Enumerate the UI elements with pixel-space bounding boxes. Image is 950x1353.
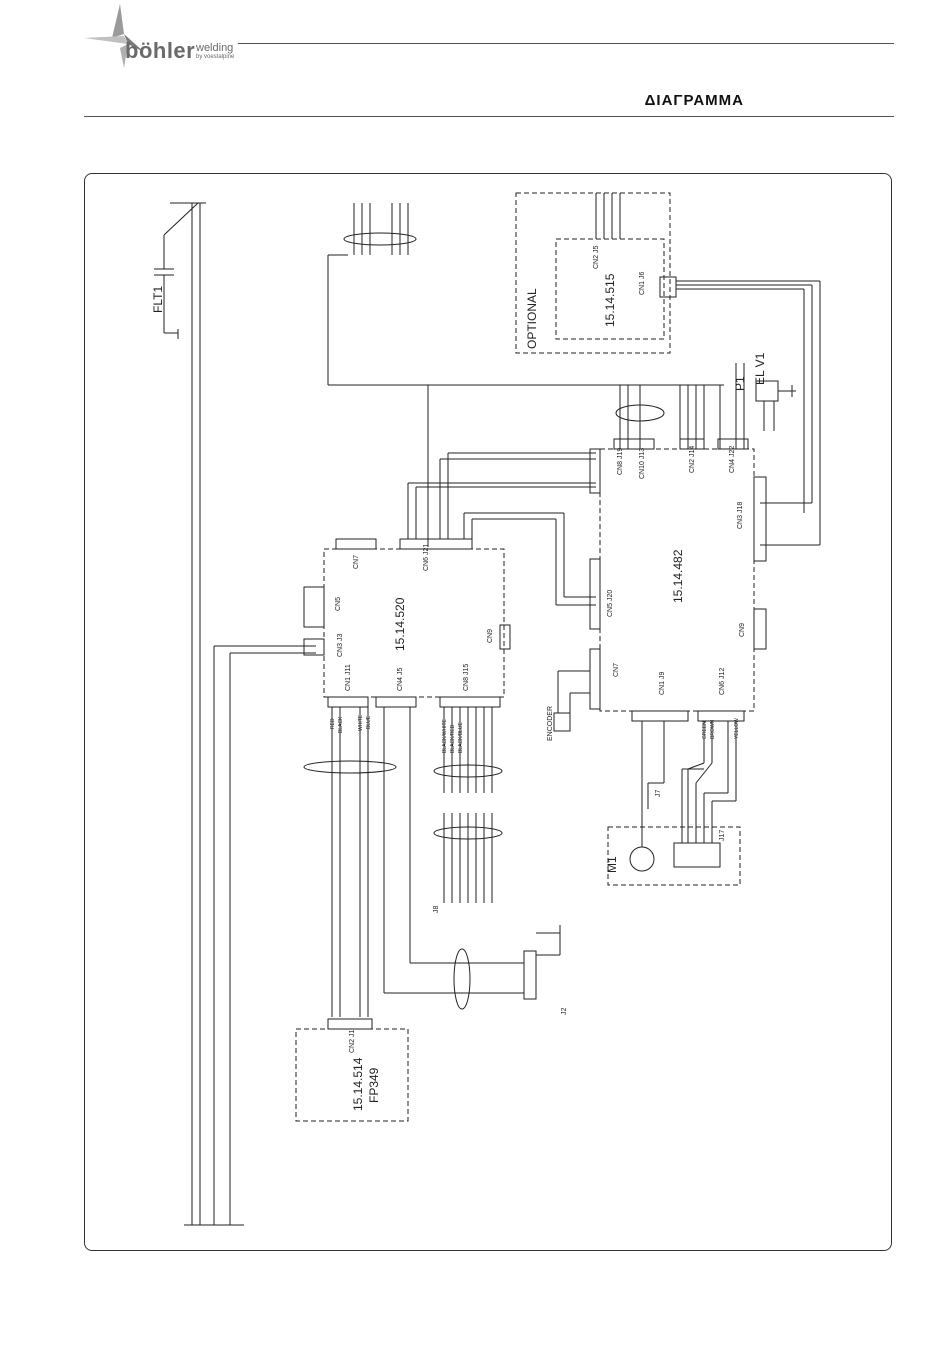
wiring-diagram: FLT1 OPTIONAL 15.14.515 CN1 J6 CN2 J5 EL… <box>151 192 821 1226</box>
wire-black-label: BLACK <box>338 716 344 733</box>
brand-name: böhler <box>125 38 196 63</box>
cn6-520-label: CN6 J21 <box>423 544 430 571</box>
bohler-logo-icon <box>84 4 144 68</box>
flt1-label: FLT1 <box>151 286 165 313</box>
cn9-482-label: CN9 <box>739 623 746 637</box>
cn2-482-label: CN2 J14 <box>689 446 696 473</box>
wire-white-label: WHITE <box>358 714 364 731</box>
cn9-520-label: CN9 <box>487 629 494 643</box>
wire-black-white-label: BLACK/WHITE <box>442 718 448 753</box>
cn3-520-label: CN3 J3 <box>337 634 344 657</box>
section-title: ΔΙΑΓΡΑΜΜΑ <box>644 92 744 109</box>
cn5-520-label: CN5 <box>335 597 342 611</box>
board-520-label: 15.14.520 <box>393 597 407 651</box>
cn7-482-label: CN7 <box>613 663 620 677</box>
cn7-520-label: CN7 <box>353 555 360 569</box>
j17-label: J17 <box>719 830 726 841</box>
cn8-520-label: CN8 J15 <box>463 664 470 691</box>
brand-suffix: welding <box>196 42 234 54</box>
wire-green-label: GREEN <box>702 721 708 739</box>
fp349-label: FP349 <box>367 1067 381 1103</box>
cn4-482-label: CN4 J22 <box>729 446 736 473</box>
cn4-520-label: CN4 J5 <box>397 668 404 691</box>
wire-yellow-label: YELLOW <box>734 718 740 739</box>
cn1-520-label: CN1 J11 <box>345 664 352 691</box>
j2-label: J2 <box>561 1008 568 1016</box>
j8-label: J8 <box>433 906 440 914</box>
wire-red-label: RED <box>330 718 336 729</box>
diagram-frame <box>84 173 892 1251</box>
wire-brown-label: BROWN <box>710 719 716 739</box>
brand-tagline: by voestalpine <box>196 54 235 60</box>
wire-blue-label: BLUE <box>366 715 372 729</box>
title-rule <box>84 116 894 117</box>
p1-label: P1 <box>733 376 747 391</box>
cn1-515-label: CN1 J6 <box>639 272 646 295</box>
cn3-482-label: CN3 J18 <box>737 502 744 529</box>
cn8-482-label: CN8 J19 <box>617 448 624 475</box>
optional-label: OPTIONAL <box>525 288 539 349</box>
board-514-label: 15.14.514 <box>351 1057 365 1111</box>
encoder-label: ENCODER <box>547 706 554 741</box>
cn2-515-label: CN2 J5 <box>593 246 600 269</box>
wire-black-red-label: BLACK/RED <box>450 724 456 753</box>
cn2-514-label: CN2 J1 <box>349 1030 356 1053</box>
cn5-482-label: CN5 J20 <box>607 590 614 617</box>
cn10-482-label: CN10 J13 <box>639 448 646 479</box>
wire-black-blue-label: BLACK/BLUE <box>458 721 464 753</box>
m1-label: M1 <box>605 856 619 873</box>
board-482-label: 15.14.482 <box>671 549 685 603</box>
ev1-label: EL V1 <box>753 352 767 385</box>
cn1-482-label: CN1 J9 <box>659 672 666 695</box>
cn6-482-label: CN6 J12 <box>719 668 726 695</box>
j7-label: J7 <box>655 790 662 798</box>
header-rule <box>238 43 894 44</box>
board-515-label: 15.14.515 <box>603 273 617 327</box>
